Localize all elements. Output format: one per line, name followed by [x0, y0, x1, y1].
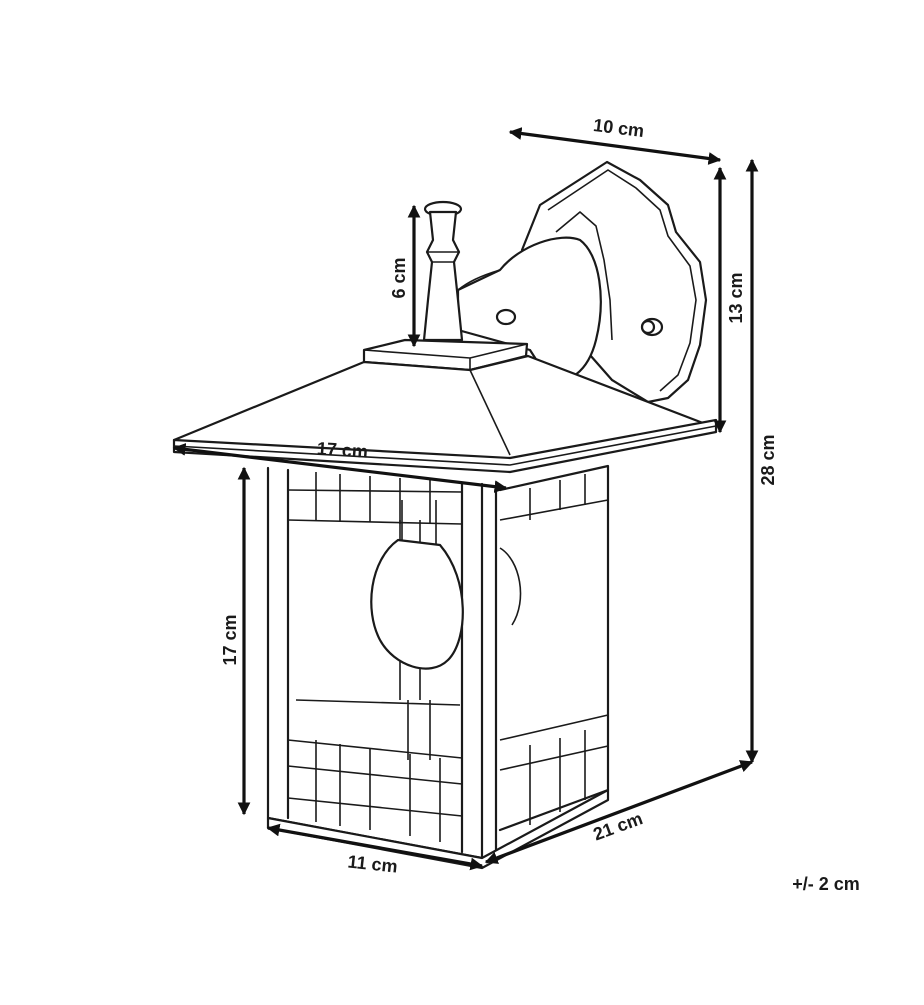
label-total-height: 28 cm [758, 434, 778, 485]
tolerance-note: +/- 2 cm [792, 874, 860, 894]
finial [422, 200, 464, 342]
dimension-lines [172, 127, 759, 871]
label-base-width: 11 cm [347, 851, 399, 876]
label-body-height: 17 cm [220, 614, 240, 665]
dim-line-base-depth [484, 760, 754, 864]
dim-line-roof-width [172, 443, 508, 493]
dim-line-bracket-depth [508, 127, 722, 165]
lamp-cage [266, 464, 610, 870]
dim-line-base-width [266, 823, 484, 871]
label-bracket-depth: 10 cm [592, 115, 645, 141]
label-roof-width: 17 cm [316, 438, 368, 462]
label-finial-height: 6 cm [389, 257, 409, 298]
label-bracket-height: 13 cm [726, 272, 746, 323]
